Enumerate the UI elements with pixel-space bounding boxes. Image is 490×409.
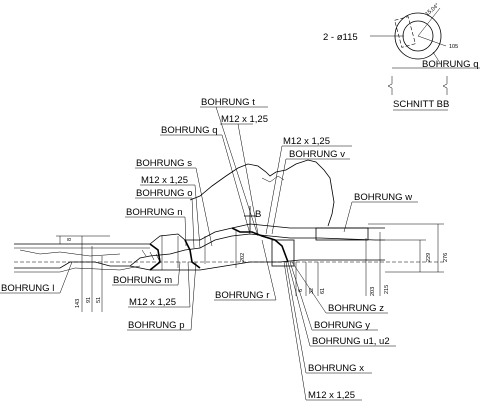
dim-229: 229 xyxy=(426,253,432,262)
ld-bohrung-v xyxy=(271,158,287,235)
label-bohrung-x: BOHRUNG x xyxy=(308,363,364,374)
ld-bohrung-m xyxy=(177,261,181,286)
dim-276: 276 xyxy=(443,253,449,262)
label-m12-c: M12 x 1,25 xyxy=(141,175,188,186)
ld-bohrung-o xyxy=(191,197,195,249)
dim-8: 8 xyxy=(67,238,73,241)
leader-lines xyxy=(0,106,418,401)
section-break-right xyxy=(442,76,448,95)
label-bohrung-u: BOHRUNG u1, u2 xyxy=(312,336,390,347)
ld-bohrung-t xyxy=(215,106,259,237)
ld-m12-c xyxy=(194,184,201,249)
section-title: SCHNITT BB xyxy=(393,99,449,110)
dim-143: 143 xyxy=(75,299,81,308)
ld-bohrung-w xyxy=(343,201,353,233)
label-m12-e: M12 x 1,25 xyxy=(308,390,355,401)
outline-box-right xyxy=(315,227,369,241)
section-bb: 2 - ø115 15,04° 105 BOHRUNG q SCHNITT BB xyxy=(323,3,480,111)
ld-bohrung-q xyxy=(221,134,251,235)
section-b-marker: B xyxy=(244,206,261,232)
outline-hatch-marks xyxy=(141,249,161,263)
outline-thick-joint-right xyxy=(231,227,289,263)
label-bohrung-z: BOHRUNG z xyxy=(328,303,384,314)
ld-bohrung-r xyxy=(261,239,277,301)
outline-body-bottom xyxy=(129,259,385,271)
outline-box-center xyxy=(271,239,295,267)
dim-202: 202 xyxy=(240,253,246,262)
outline-thick-joint-left xyxy=(149,243,161,271)
section-holes-label: 2 - ø115 xyxy=(323,32,358,43)
dimension-lines xyxy=(14,223,444,312)
dim-32: 32 xyxy=(309,288,315,294)
outline-lower-left-2 xyxy=(14,265,141,273)
ld-bohrung-p xyxy=(190,261,197,331)
ld-m12-e xyxy=(283,261,307,401)
labels: BOHRUNG t M12 x 1,25 BOHRUNG q M12 x 1,2… xyxy=(1,97,412,401)
label-bohrung-q: BOHRUNG q xyxy=(161,125,217,136)
ld-bohrung-z xyxy=(291,261,327,314)
label-bohrung-l: BOHRUNG l xyxy=(1,283,54,294)
ld-bohrung-y xyxy=(289,261,313,331)
label-bohrung-m: BOHRUNG m xyxy=(113,275,172,286)
dim-215: 215 xyxy=(384,285,390,294)
outline-thick-joint-mid xyxy=(184,239,201,269)
ld-bohrung-n xyxy=(184,216,187,247)
section-slot xyxy=(394,16,416,48)
label-bohrung-v: BOHRUNG v xyxy=(289,149,345,160)
ld-m12-b xyxy=(265,145,283,235)
dim-51: 51 xyxy=(96,297,102,303)
ld-bohrung-s xyxy=(195,167,213,247)
contour-hand-drawn xyxy=(189,159,335,227)
part-outline xyxy=(14,223,385,273)
label-bohrung-p: BOHRUNG p xyxy=(128,320,184,331)
ld-bohrung-x xyxy=(285,261,307,374)
section-q-leader xyxy=(432,51,441,64)
dimension-text: 8 143 91 51 202 6 32 61 203 215 229 276 xyxy=(67,238,449,308)
dim-203: 203 xyxy=(370,287,376,296)
label-m12-b: M12 x 1,25 xyxy=(283,136,330,147)
section-dim-label: 105 xyxy=(449,44,458,50)
dim-61: 61 xyxy=(320,288,326,294)
label-bohrung-o: BOHRUNG o xyxy=(136,188,192,199)
dim-91: 91 xyxy=(86,297,92,303)
label-bohrung-w: BOHRUNG w xyxy=(354,192,412,203)
ld-bohrung-u xyxy=(287,261,311,347)
ld-m12-d xyxy=(187,261,191,308)
outline-body-mid xyxy=(149,233,385,257)
label-bohrung-n: BOHRUNG n xyxy=(126,207,182,218)
outline-hatch-left xyxy=(19,249,121,257)
section-dim-line xyxy=(417,35,447,47)
b-marker-label: B xyxy=(255,209,261,220)
section-bohrung-q-label: BOHRUNG q xyxy=(422,59,478,70)
label-bohrung-y: BOHRUNG y xyxy=(314,320,370,331)
section-break-left xyxy=(387,76,393,95)
contour-detail xyxy=(261,175,285,183)
outline-lower-left xyxy=(14,255,151,269)
label-m12-a: M12 x 1,25 xyxy=(221,114,268,125)
dim-6: 6 xyxy=(298,289,304,292)
label-bohrung-s: BOHRUNG s xyxy=(136,158,192,169)
label-m12-d: M12 x 1,25 xyxy=(129,297,176,308)
label-bohrung-t: BOHRUNG t xyxy=(201,97,255,108)
ld-m12-a xyxy=(237,123,259,235)
label-bohrung-r: BOHRUNG r xyxy=(215,290,269,301)
ld-bohrung-l xyxy=(59,261,73,294)
section-angle-line xyxy=(417,7,441,37)
